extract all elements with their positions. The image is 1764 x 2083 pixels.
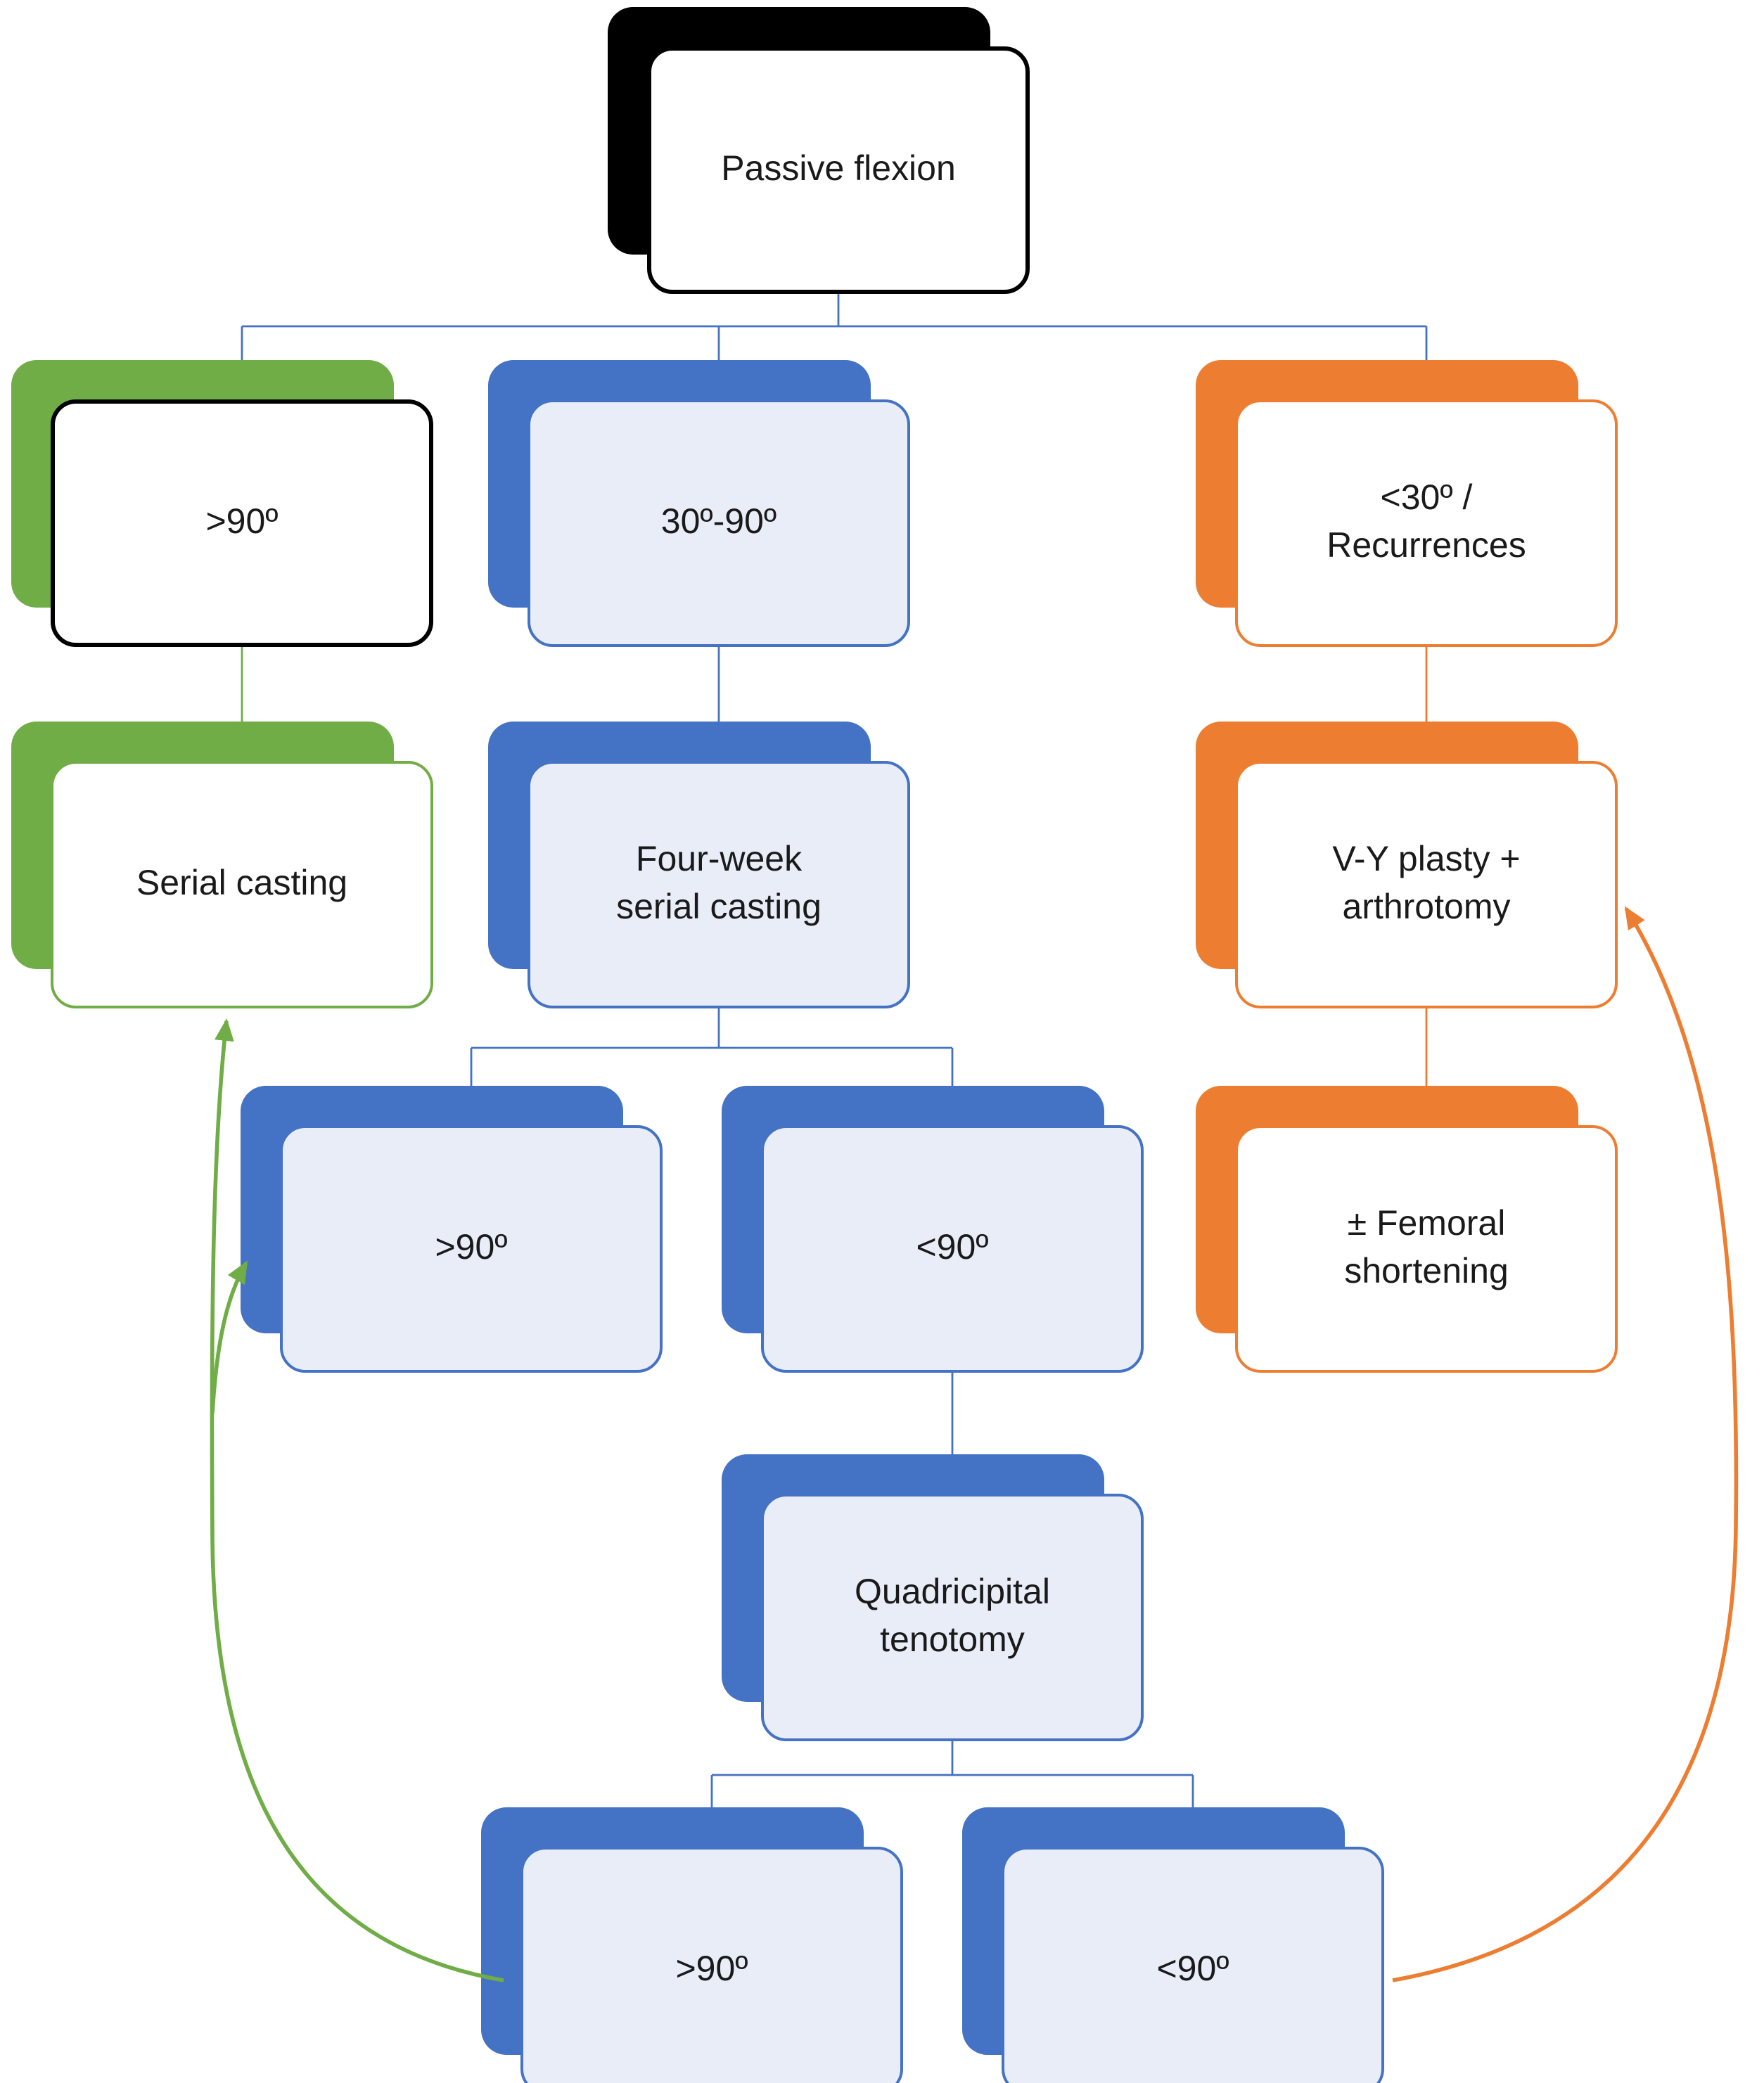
node-vy-plasty: V-Y plasty + arthrotomy xyxy=(1196,722,1618,1008)
card-front: V-Y plasty + arthrotomy xyxy=(1235,761,1618,1008)
card-front: ± Femoral shortening xyxy=(1235,1125,1618,1373)
card-front: Four-week serial casting xyxy=(528,761,910,1008)
node-passive-flexion: Passive flexion xyxy=(608,7,1030,294)
card-front: >90º xyxy=(51,399,433,647)
node-label: ± Femoral shortening xyxy=(1344,1204,1509,1292)
card-front: Serial casting xyxy=(51,761,433,1008)
node-label: V-Y plasty + arthrotomy xyxy=(1332,840,1521,928)
node-label: <90º xyxy=(916,1228,989,1268)
node-label: >90º xyxy=(205,502,279,542)
node-quadricipital-tenotomy: Quadricipital tenotomy xyxy=(722,1454,1144,1741)
node-lt90-after-casting: <90º xyxy=(722,1086,1144,1373)
card-front: Passive flexion xyxy=(647,46,1030,294)
node-label: Four-week serial casting xyxy=(616,840,822,928)
node-gt90-initial: >90º xyxy=(11,360,433,647)
node-label: Quadricipital tenotomy xyxy=(855,1572,1050,1660)
node-30-90: 30º-90º xyxy=(488,360,910,647)
card-front: >90º xyxy=(520,1847,903,2083)
node-label: >90º xyxy=(675,1949,748,1989)
node-label: Serial casting xyxy=(136,864,348,904)
node-gt90-after-casting: >90º xyxy=(241,1086,663,1373)
card-front: <90º xyxy=(761,1125,1144,1373)
node-label: <30º / Recurrences xyxy=(1327,478,1526,566)
card-front: >90º xyxy=(280,1125,663,1373)
node-label: 30º-90º xyxy=(660,502,777,542)
card-front: <90º xyxy=(1002,1847,1384,2083)
node-label: >90º xyxy=(435,1228,508,1268)
orange-loop-arrow-tenotomy-lt90-to-vy-plasty xyxy=(1392,906,1739,1982)
node-label: Passive flexion xyxy=(721,149,956,189)
node-lt90-after-tenotomy: <90º xyxy=(962,1807,1384,2083)
node-serial-casting: Serial casting xyxy=(11,722,433,1008)
node-four-week-casting: Four-week serial casting xyxy=(488,722,910,1008)
node-femoral-shortening: ± Femoral shortening xyxy=(1196,1086,1618,1373)
node-lt30-recurrences: <30º / Recurrences xyxy=(1196,360,1618,647)
card-front: Quadricipital tenotomy xyxy=(761,1494,1144,1741)
card-front: <30º / Recurrences xyxy=(1235,399,1618,647)
node-gt90-after-tenotomy: >90º xyxy=(481,1807,903,2083)
node-label: <90º xyxy=(1156,1949,1229,1989)
card-front: 30º-90º xyxy=(528,399,910,647)
